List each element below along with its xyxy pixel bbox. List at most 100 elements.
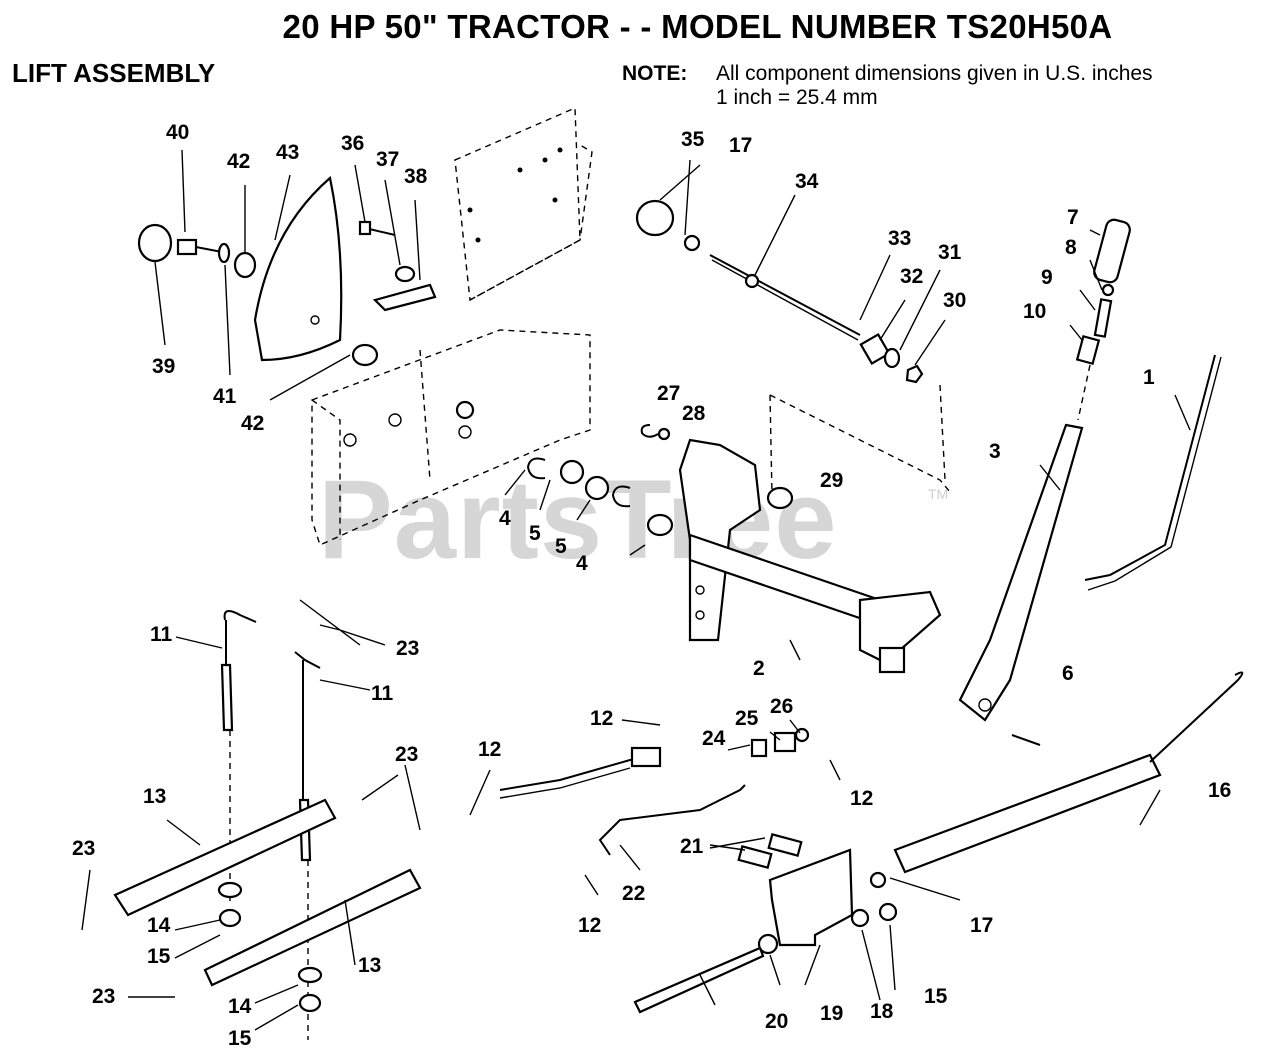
callout-16: 16 — [1208, 779, 1231, 802]
part-2-lift-shaft — [646, 438, 942, 674]
part-42-washer-lower — [351, 343, 379, 367]
callout-23d: 23 — [92, 985, 115, 1008]
part-17-washer-lower — [869, 871, 887, 889]
part-13-link-b — [203, 868, 422, 987]
lever-axis — [1077, 364, 1091, 421]
part-24-nut — [750, 738, 768, 758]
callout-23c: 23 — [72, 837, 95, 860]
part-3-pivot — [978, 698, 992, 712]
part-8-plug — [1101, 283, 1115, 297]
part-4-ring-a — [526, 457, 546, 480]
callout-11a: 11 — [150, 623, 173, 646]
part-34-rod — [709, 254, 861, 336]
callout-4b: 4 — [576, 552, 588, 575]
part-1-rod — [1084, 354, 1216, 581]
callout-12d: 12 — [578, 914, 601, 937]
watermark-tm: TM — [928, 486, 949, 502]
part-14-washer-b — [297, 966, 323, 984]
part-40-bolt-head — [176, 238, 198, 256]
callout-2: 2 — [753, 657, 765, 680]
leader-lines — [81, 149, 1191, 1031]
callout-8: 8 — [1065, 236, 1077, 259]
callout-labels: 1 2 3 4 4 5 5 6 7 8 9 10 11 11 12 12 12 … — [72, 121, 1231, 1050]
callout-41: 41 — [213, 385, 237, 408]
callout-17b: 17 — [970, 914, 993, 937]
callout-32: 32 — [900, 265, 923, 288]
callout-1: 1 — [1143, 366, 1155, 389]
callout-31: 31 — [938, 241, 962, 264]
section-title: LIFT ASSEMBLY — [12, 58, 216, 88]
callout-19: 19 — [820, 1002, 843, 1025]
callout-4a: 4 — [499, 507, 511, 530]
callout-20: 20 — [765, 1010, 788, 1033]
callout-12c: 12 — [850, 787, 873, 810]
part-10-spring — [1075, 334, 1101, 366]
guide-lines — [769, 384, 951, 496]
callout-15c: 15 — [924, 985, 948, 1008]
part-21-bolt-b — [767, 833, 803, 857]
note-line-2: 1 inch = 25.4 mm — [716, 86, 878, 109]
callout-5a: 5 — [529, 522, 541, 545]
callout-3: 3 — [989, 440, 1001, 463]
callout-34: 34 — [795, 170, 819, 193]
part-20-bolt — [633, 946, 765, 1014]
callout-17a: 17 — [729, 134, 752, 157]
part-38-clip — [372, 283, 437, 312]
callout-36: 36 — [341, 132, 364, 155]
part-16-spring — [893, 753, 1162, 874]
shift-rod-edge — [499, 767, 631, 799]
callout-9: 9 — [1041, 266, 1053, 289]
part-11-rod-a — [220, 663, 234, 732]
note-line-1: All component dimensions given in U.S. i… — [716, 62, 1153, 85]
part-4-ring-b — [611, 485, 631, 508]
callout-27: 27 — [657, 382, 680, 405]
part-9-button — [1093, 298, 1113, 338]
part-43-plate — [253, 175, 343, 362]
callout-33: 33 — [888, 227, 911, 250]
callout-37: 37 — [376, 148, 399, 171]
part-6-bolt — [1011, 734, 1041, 746]
part-27-clip — [640, 424, 659, 438]
callout-30: 30 — [943, 289, 966, 312]
part-13-link-a — [113, 798, 337, 917]
part-5-ring-b — [584, 475, 610, 501]
callout-14b: 14 — [228, 995, 252, 1018]
shift-rod — [499, 757, 646, 791]
callout-10: 10 — [1023, 300, 1046, 323]
part-1-rod-edge — [1087, 356, 1222, 591]
part-36-head — [358, 220, 372, 236]
part-34-collar — [744, 273, 760, 289]
part-3-lever — [958, 423, 1084, 722]
part-17-washer-top — [683, 234, 701, 252]
part-11-rod-a-bend — [223, 610, 257, 623]
callout-11b: 11 — [371, 682, 394, 705]
callout-22: 22 — [622, 882, 645, 905]
callout-28: 28 — [682, 402, 706, 425]
part-11-rod-b-shaft — [294, 651, 321, 800]
callout-15b: 15 — [228, 1027, 252, 1050]
part-39-cap — [137, 223, 173, 263]
callout-12b: 12 — [478, 738, 501, 761]
callout-23a: 23 — [396, 637, 419, 660]
callout-23b: 23 — [395, 743, 418, 766]
callout-21: 21 — [680, 835, 704, 858]
callout-14a: 14 — [147, 914, 171, 937]
part-41-washer — [217, 242, 231, 264]
callout-29: 29 — [820, 469, 843, 492]
callout-15a: 15 — [147, 945, 171, 968]
part-15-nut-b — [878, 902, 898, 922]
callout-43: 43 — [276, 141, 299, 164]
callout-39: 39 — [152, 355, 175, 378]
part-35-knob — [635, 199, 675, 237]
callout-13b: 13 — [358, 954, 381, 977]
frame-bracket — [311, 329, 591, 546]
part-43-hole — [310, 315, 320, 325]
callout-7: 7 — [1067, 206, 1079, 229]
part-18-bracket — [768, 848, 854, 947]
callout-24: 24 — [702, 727, 726, 750]
callout-35: 35 — [681, 128, 705, 151]
part-5-ring-a — [559, 459, 585, 485]
callout-40: 40 — [166, 121, 189, 144]
callout-18: 18 — [870, 1000, 894, 1023]
